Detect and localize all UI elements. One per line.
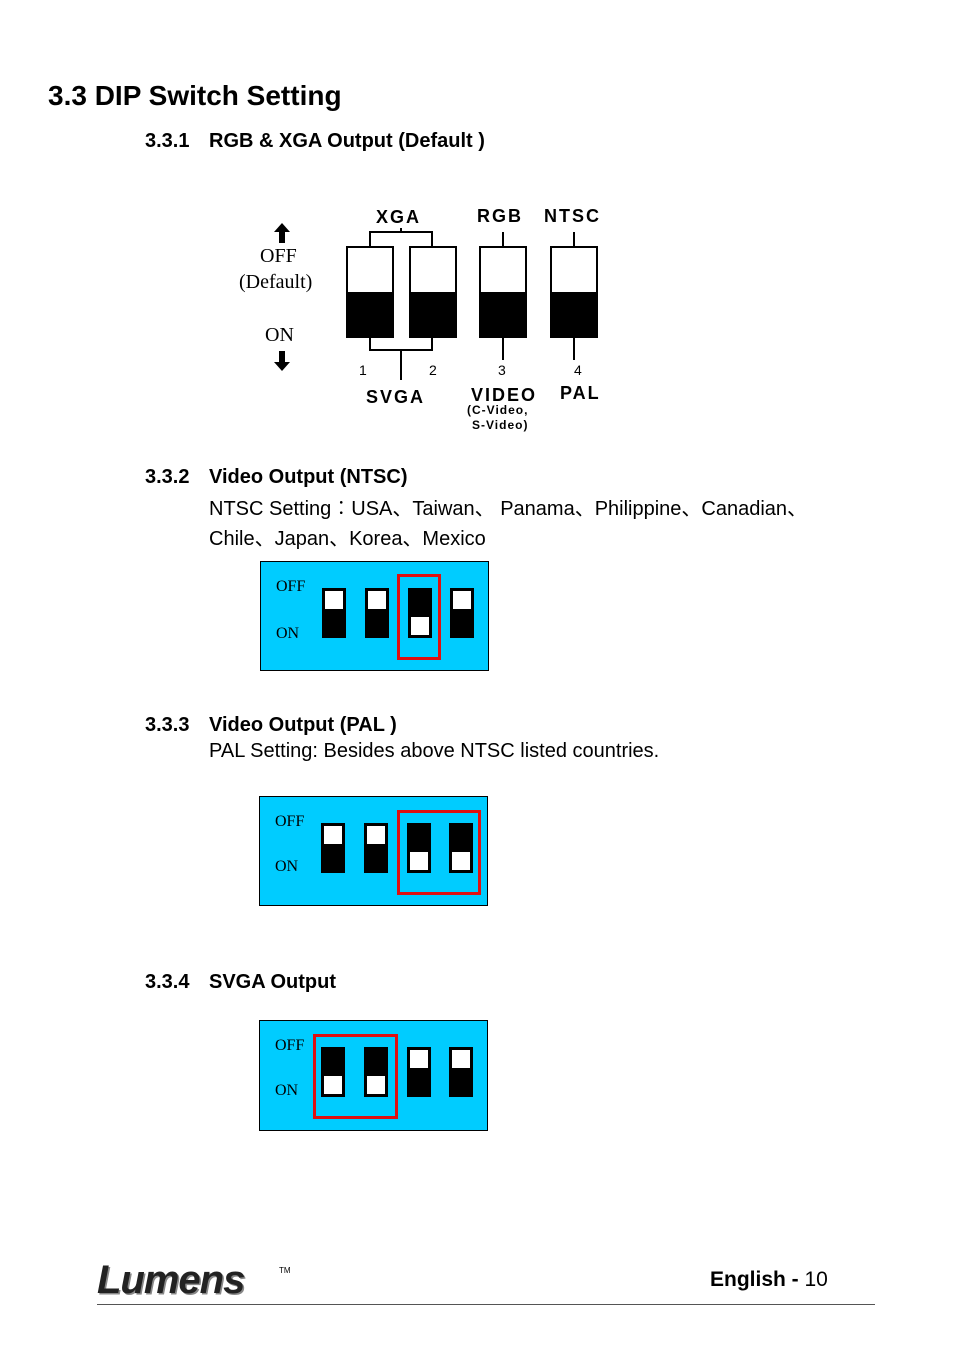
language-label: English - [710, 1268, 805, 1291]
diagram-switch-2 [409, 246, 457, 338]
xga-label: XGA [376, 207, 422, 227]
svga-switch-1 [321, 1047, 345, 1097]
default-label: (Default) [239, 271, 313, 293]
page-number: English - 10 [710, 1268, 828, 1292]
section-number-334: 3.3.4 [145, 971, 190, 993]
pal-label: PAL [560, 383, 601, 403]
panel-off-label: OFF [275, 1037, 305, 1054]
ntsc-countries-line-1: NTSC Setting︰USA、Taiwan、 Panama、Philippi… [209, 498, 808, 520]
svga-highlight-box [313, 1034, 398, 1119]
panel-on-label: ON [276, 625, 300, 642]
trademark-mark: TM [279, 1266, 291, 1275]
video-label: VIDEO [471, 385, 538, 405]
arrow-up-icon [274, 223, 290, 243]
dip-switch-diagram: OFF (Default) ON XGA RGB NTSC 1 2 3 4 [230, 200, 630, 440]
section-title-333: Video Output (PAL ) [209, 714, 397, 736]
switch-number-3: 3 [498, 362, 506, 378]
video-sub-label-1: (C-Video, [467, 403, 529, 417]
pal-switch-2 [364, 823, 388, 873]
ntsc-switch-panel: OFF ON [260, 561, 489, 671]
switch-connector-lines [369, 228, 575, 380]
section-title-332: Video Output (NTSC) [209, 466, 408, 488]
diagram-switch-4 [550, 246, 598, 338]
page-number-value: 10 [804, 1268, 828, 1291]
page-title: 3.3 DIP Switch Setting [48, 80, 342, 111]
ntsc-switch-4 [450, 588, 474, 638]
pal-switch-1 [321, 823, 345, 873]
ntsc-highlight-box [397, 574, 441, 660]
svga-label: SVGA [366, 387, 426, 407]
section-title-331: RGB & XGA Output (Default ) [209, 130, 485, 152]
panel-off-label: OFF [275, 813, 305, 830]
video-sub-label-2: S-Video) [472, 418, 529, 432]
diagram-switch-3 [479, 246, 527, 338]
footer-rule [97, 1304, 875, 1305]
switch-number-4: 4 [574, 362, 582, 378]
section-title-334: SVGA Output [209, 971, 337, 993]
switch-number-1: 1 [359, 362, 367, 378]
pal-highlight-box [397, 810, 481, 895]
ntsc-countries-line-2: Chile、Japan、Korea、Mexico [209, 528, 486, 550]
section-number-333: 3.3.3 [145, 714, 190, 736]
off-label: OFF [260, 245, 297, 267]
ntsc-switch-1 [322, 588, 346, 638]
svga-switch-panel: OFF ON [259, 1020, 488, 1131]
on-label: ON [265, 324, 294, 346]
svga-switch-2 [364, 1047, 388, 1097]
ntsc-switch-2 [365, 588, 389, 638]
section-number-332: 3.3.2 [145, 466, 190, 488]
panel-off-label: OFF [276, 578, 306, 595]
svga-switch-4 [449, 1047, 473, 1097]
pal-switch-4 [449, 823, 473, 873]
arrow-down-icon [274, 351, 290, 371]
panel-on-label: ON [275, 858, 299, 875]
pal-switch-panel: OFF ON [259, 796, 488, 906]
pal-switch-3 [407, 823, 431, 873]
switch-number-2: 2 [429, 362, 437, 378]
svga-switch-3 [407, 1047, 431, 1097]
rgb-label: RGB [477, 206, 523, 226]
ntsc-label: NTSC [544, 206, 601, 226]
ntsc-switch-3 [408, 588, 432, 638]
panel-on-label: ON [275, 1082, 299, 1099]
pal-countries-line: PAL Setting: Besides above NTSC listed c… [209, 740, 660, 762]
lumens-logo: Lumens [97, 1258, 245, 1302]
section-number-331: 3.3.1 [145, 130, 190, 152]
diagram-switch-1 [346, 246, 394, 338]
